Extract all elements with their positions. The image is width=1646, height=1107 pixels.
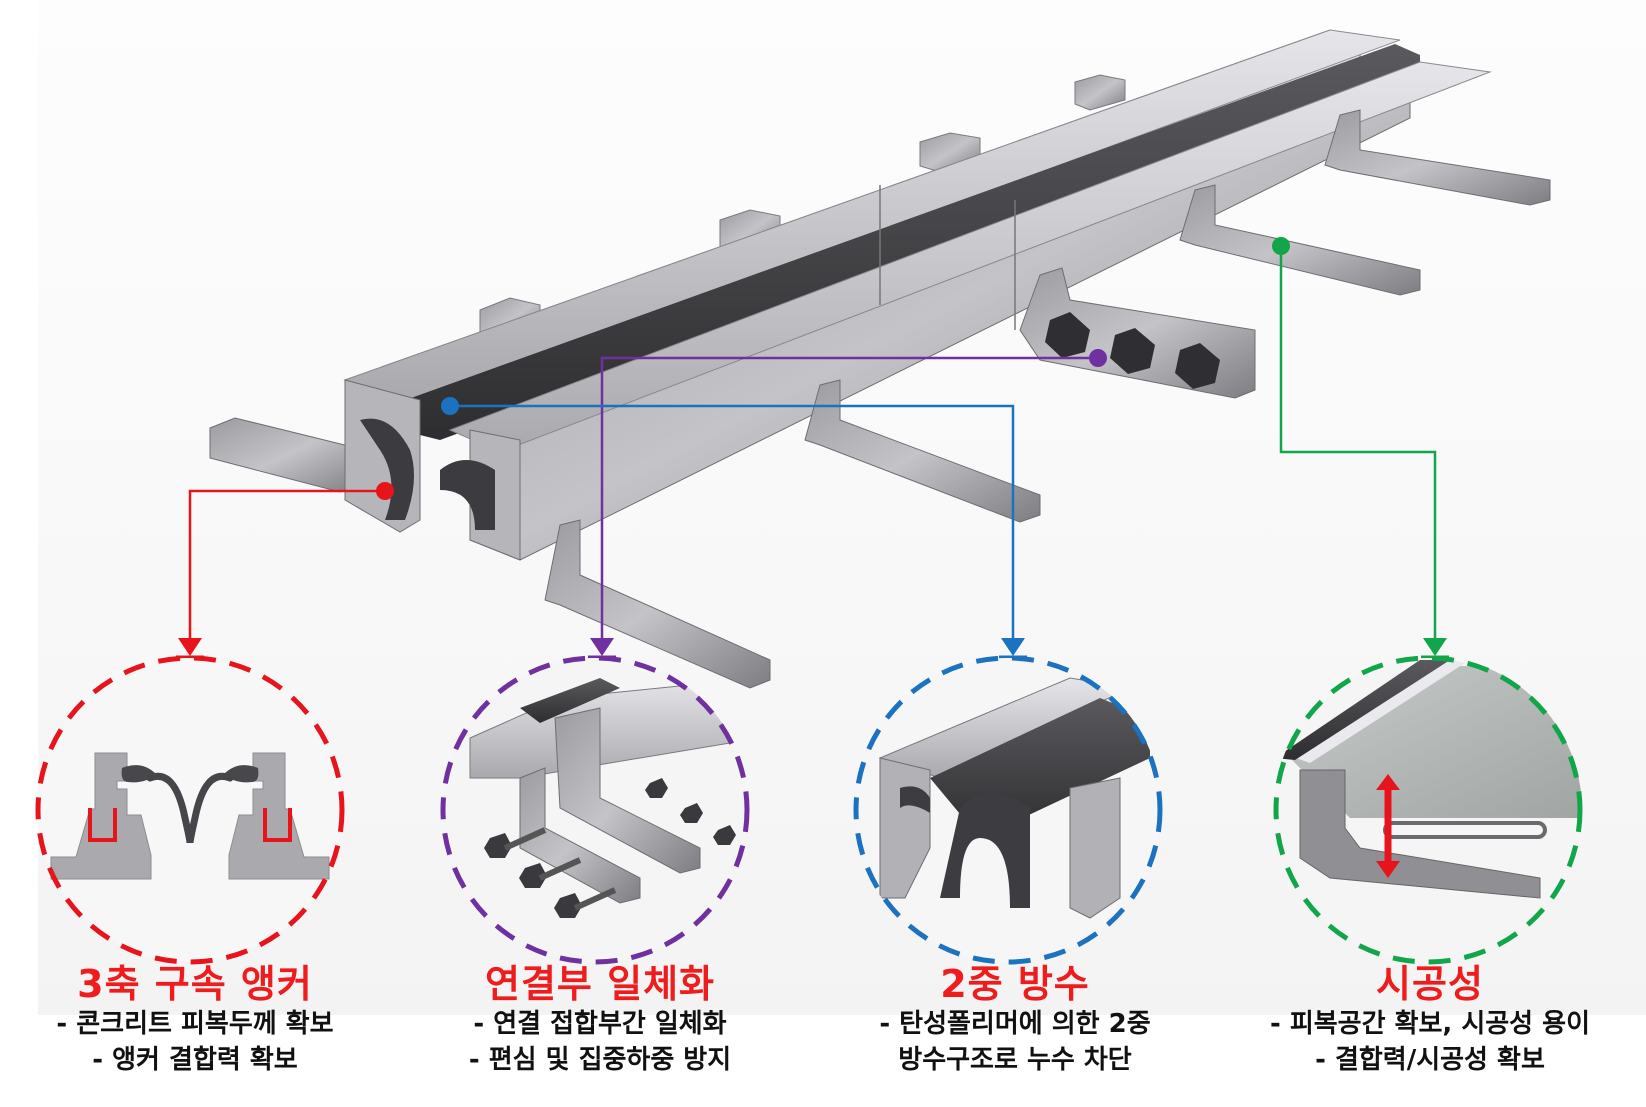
arrow-down-icon: [1423, 638, 1447, 656]
main-rail-assembly: [209, 29, 1551, 689]
detail-circle-anchor: [35, 655, 345, 965]
callout-anchor: [188, 489, 385, 640]
arrow-down-icon: [178, 638, 202, 656]
detail-circle-waterproof: [853, 655, 1163, 965]
feature-desc-line: - 편심 및 집중하중 방지: [468, 1045, 732, 1075]
feature-connection: 연결부 일체화 - 연결 접합부간 일체화 - 편심 및 집중하중 방지: [420, 962, 780, 1078]
feature-title: 연결부 일체화: [485, 962, 715, 1006]
callout-waterproof: [450, 404, 1015, 640]
feature-waterproof: 2중 방수 - 탄성폴리머에 의한 2중 방수구조로 누수 차단: [830, 962, 1200, 1078]
connection-plate: [1019, 267, 1256, 399]
arrow-down-icon: [1376, 861, 1400, 878]
feature-desc-line: - 콘크리트 피복두께 확보: [56, 1009, 334, 1039]
feature-title: 2중 방수: [940, 962, 1090, 1006]
feature-desc-line: - 결합력/시공성 확보: [1315, 1045, 1545, 1075]
callout-constructability: [1279, 246, 1437, 640]
arrow-down-icon: [590, 638, 614, 656]
feature-title: 3축 구속 앵커: [77, 962, 313, 1006]
feature-constructability: 시공성 - 피복공간 확보, 시공성 용이 - 결합력/시공성 확보: [1220, 962, 1640, 1078]
arrow-down-icon: [1001, 638, 1025, 656]
callout-anchor-dot: [376, 482, 394, 500]
feature-desc-line: - 피복공간 확보, 시공성 용이: [1270, 1009, 1590, 1039]
callout-constructability-dot: [1272, 237, 1290, 255]
feature-desc-line: 방수구조로 누수 차단: [898, 1045, 1132, 1075]
arrow-up-icon: [1376, 774, 1400, 790]
feature-desc-line: - 앵커 결합력 확보: [92, 1045, 298, 1075]
feature-desc-line: - 탄성폴리머에 의한 2중: [879, 1009, 1151, 1039]
callout-connection-dot: [1089, 349, 1107, 367]
feature-anchor: 3축 구속 앵커 - 콘크리트 피복두께 확보 - 앵커 결합력 확보: [0, 962, 390, 1078]
feature-title: 시공성: [1376, 962, 1484, 1006]
callout-waterproof-dot: [441, 397, 459, 415]
detail-circle-connection: [440, 655, 750, 965]
callout-connection: [600, 356, 1098, 640]
detail-circle-constructability: [1273, 655, 1583, 965]
feature-desc-line: - 연결 접합부간 일체화: [473, 1009, 727, 1039]
